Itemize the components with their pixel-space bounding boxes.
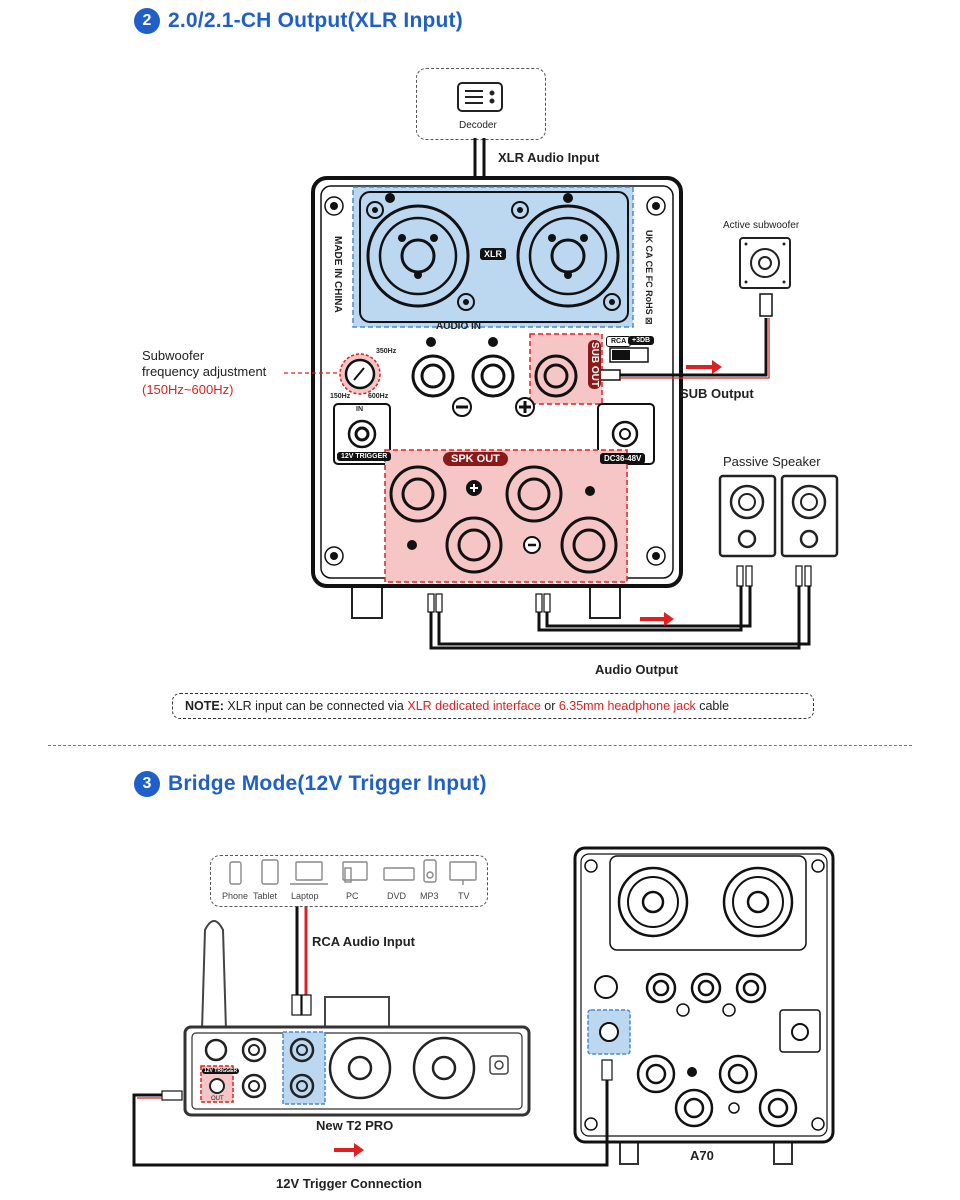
made-in-china-label: MADE IN CHINA xyxy=(332,236,343,313)
source-devices-box xyxy=(210,855,488,907)
sub-output-label: SUB Output xyxy=(680,386,754,401)
new-t2-pro-label: New T2 PRO xyxy=(316,1118,394,1133)
freq-600-label: 600Hz xyxy=(368,393,389,400)
device-label-pc: PC xyxy=(346,891,359,901)
active-subwoofer-icon xyxy=(739,237,791,289)
section-title-text: 2.0/2.1-CH Output(XLR Input) xyxy=(168,9,463,32)
section-number-badge: 2 xyxy=(134,8,160,34)
device-label-tv: TV xyxy=(458,891,470,901)
section-title-text: Bridge Mode(12V Trigger Input) xyxy=(168,772,487,795)
sub-output-cable xyxy=(599,293,773,381)
subwoofer-label-line1: Subwoofer xyxy=(142,348,205,363)
plus3db-label: +3DB xyxy=(628,336,655,345)
section-number-badge: 3 xyxy=(134,771,160,797)
note-text-3: cable xyxy=(695,699,730,713)
trigger-in-label: IN xyxy=(356,406,363,413)
note-text-2: or xyxy=(540,699,559,713)
section-3-title: 3 Bridge Mode(12V Trigger Input) xyxy=(134,771,487,797)
device-label-phone: Phone xyxy=(222,891,249,901)
sub-out-label: SUB OUT xyxy=(588,340,601,389)
dc-voltage-label: DC36-48V xyxy=(600,453,646,464)
xlr-audio-input-label: XLR Audio Input xyxy=(498,150,600,165)
trigger-cable xyxy=(132,1059,613,1167)
note-box: NOTE: XLR input can be connected via XLR… xyxy=(172,693,814,719)
device-label-tablet: Tablet xyxy=(253,891,278,901)
speaker-output-cables xyxy=(427,565,812,650)
decoder-icon xyxy=(457,82,503,112)
audio-in-label: AUDIO IN xyxy=(436,321,481,332)
source-device-icons xyxy=(229,859,477,885)
a70-rear-panel xyxy=(311,176,683,619)
decoder-label: Decoder xyxy=(459,120,497,131)
xlr-badge: XLR xyxy=(480,248,506,260)
section-divider xyxy=(48,745,912,746)
active-subwoofer-label: Active subwoofer xyxy=(723,220,800,231)
rca-audio-input-label: RCA Audio Input xyxy=(312,934,416,949)
passive-speaker-label: Passive Speaker xyxy=(723,454,821,469)
device-label-mp3: MP3 xyxy=(420,891,439,901)
trigger-connection-label: 12V Trigger Connection xyxy=(276,1176,422,1191)
trigger-label: 12V TRIGGER xyxy=(337,452,392,461)
device-label-dvd: DVD xyxy=(387,891,407,901)
spk-out-label: SPK OUT xyxy=(443,452,508,466)
subwoofer-range-label: (150Hz~600Hz) xyxy=(142,382,234,397)
certification-marks: UK CA CE FC RoHS ⊠ xyxy=(644,230,654,325)
t2-out-label: OUT xyxy=(211,1096,224,1102)
note-prefix: NOTE: xyxy=(185,699,224,713)
a70-small-device xyxy=(573,846,835,1165)
t2-trigger-label: 12V TRIGGER xyxy=(202,1068,240,1074)
passive-speaker-icons xyxy=(718,474,839,558)
freq-350-label: 350Hz xyxy=(376,348,397,355)
subwoofer-label-line2: frequency adjustment xyxy=(142,364,267,379)
freq-150-label: 150Hz xyxy=(330,393,351,400)
note-red-2: 6.35mm headphone jack xyxy=(558,699,696,713)
note-text-1: XLR input can be connected via xyxy=(223,699,408,713)
new-t2-pro-device xyxy=(183,920,531,1117)
a70-label: A70 xyxy=(690,1148,714,1163)
rca-input-cable xyxy=(291,906,312,1016)
note-red-1: XLR dedicated interface xyxy=(407,699,541,713)
audio-output-label: Audio Output xyxy=(595,662,679,677)
section-2-title: 2 2.0/2.1-CH Output(XLR Input) xyxy=(134,8,463,34)
device-label-laptop: Laptop xyxy=(291,891,319,901)
